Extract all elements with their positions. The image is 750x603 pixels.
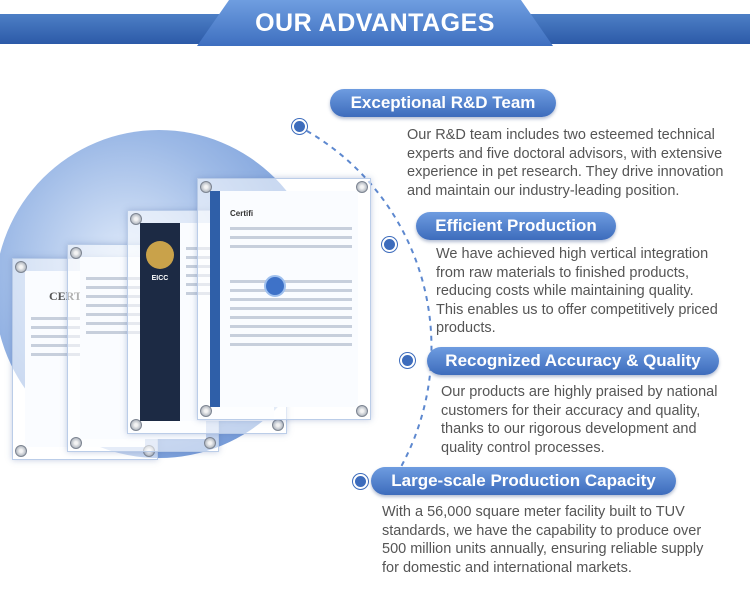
certificate-stripe <box>210 191 220 407</box>
screw-icon <box>204 437 216 449</box>
description-line: quality control processes. <box>441 439 605 456</box>
timeline-dot <box>292 119 307 134</box>
timeline-dot <box>353 474 368 489</box>
description-line: from raw materials to finished products, <box>436 264 690 281</box>
description-line: Our products are highly praised by natio… <box>441 384 718 400</box>
screw-icon <box>200 405 212 417</box>
eicc-label: EICC <box>151 275 169 282</box>
screw-icon <box>15 445 27 457</box>
description-line: 500 million units annually, ensuring rel… <box>382 541 704 557</box>
description-line: With a 56,000 square meter facility buil… <box>382 504 685 520</box>
description-line: experience in pet research. They drive i… <box>407 164 724 180</box>
screw-icon <box>130 213 142 225</box>
certificate-frame-front: Certifi <box>197 178 371 420</box>
description-line: We have achieved high vertical integrati… <box>436 246 709 262</box>
description-line: Our R&D team includes two esteemed techn… <box>407 127 715 143</box>
advantage-title-rd-team: Exceptional R&D Team <box>330 89 556 117</box>
certification-seal-icon <box>264 275 286 297</box>
header-tab <box>197 0 553 46</box>
page-title: OUR ADVANTAGES <box>255 9 495 37</box>
screw-icon <box>356 181 368 193</box>
timeline-dot <box>400 353 415 368</box>
screw-icon <box>130 419 142 431</box>
screw-icon <box>70 437 82 449</box>
screw-icon <box>200 181 212 193</box>
description-line: for domestic and international markets. <box>382 559 632 576</box>
advantage-title-accuracy-quality: Recognized Accuracy & Quality <box>427 347 719 375</box>
eicc-logo-icon <box>146 241 174 269</box>
advantage-description-accuracy-quality: Our products are highly praised by natio… <box>441 383 717 457</box>
screw-icon <box>356 405 368 417</box>
description-line: standards, we have the capability to pro… <box>382 522 702 539</box>
description-line: reducing costs while maintaining quality… <box>436 283 694 299</box>
certificate-title: Certifi <box>230 209 254 218</box>
advantage-description-efficient-production: We have achieved high vertical integrati… <box>436 245 718 338</box>
description-line: experts and five doctoral advisors, with… <box>407 145 723 162</box>
advantage-description-rd-team: Our R&D team includes two esteemed techn… <box>407 126 724 200</box>
advantage-title-production-capacity: Large-scale Production Capacity <box>371 467 676 495</box>
screw-icon <box>70 247 82 259</box>
advantage-title-efficient-production: Efficient Production <box>416 212 616 240</box>
description-line: and maintain our industry-leading positi… <box>407 182 680 199</box>
description-line: customers for their accuracy and quality… <box>441 402 701 419</box>
description-line: thanks to our rigorous development and <box>441 421 697 437</box>
description-line: products. <box>436 320 496 336</box>
certificate-paper <box>210 191 358 407</box>
timeline-dot <box>382 237 397 252</box>
screw-icon <box>15 261 27 273</box>
advantage-description-production-capacity: With a 56,000 square meter facility buil… <box>382 503 703 577</box>
screw-icon <box>272 419 284 431</box>
description-line: This enables us to offer competitively p… <box>436 301 718 318</box>
